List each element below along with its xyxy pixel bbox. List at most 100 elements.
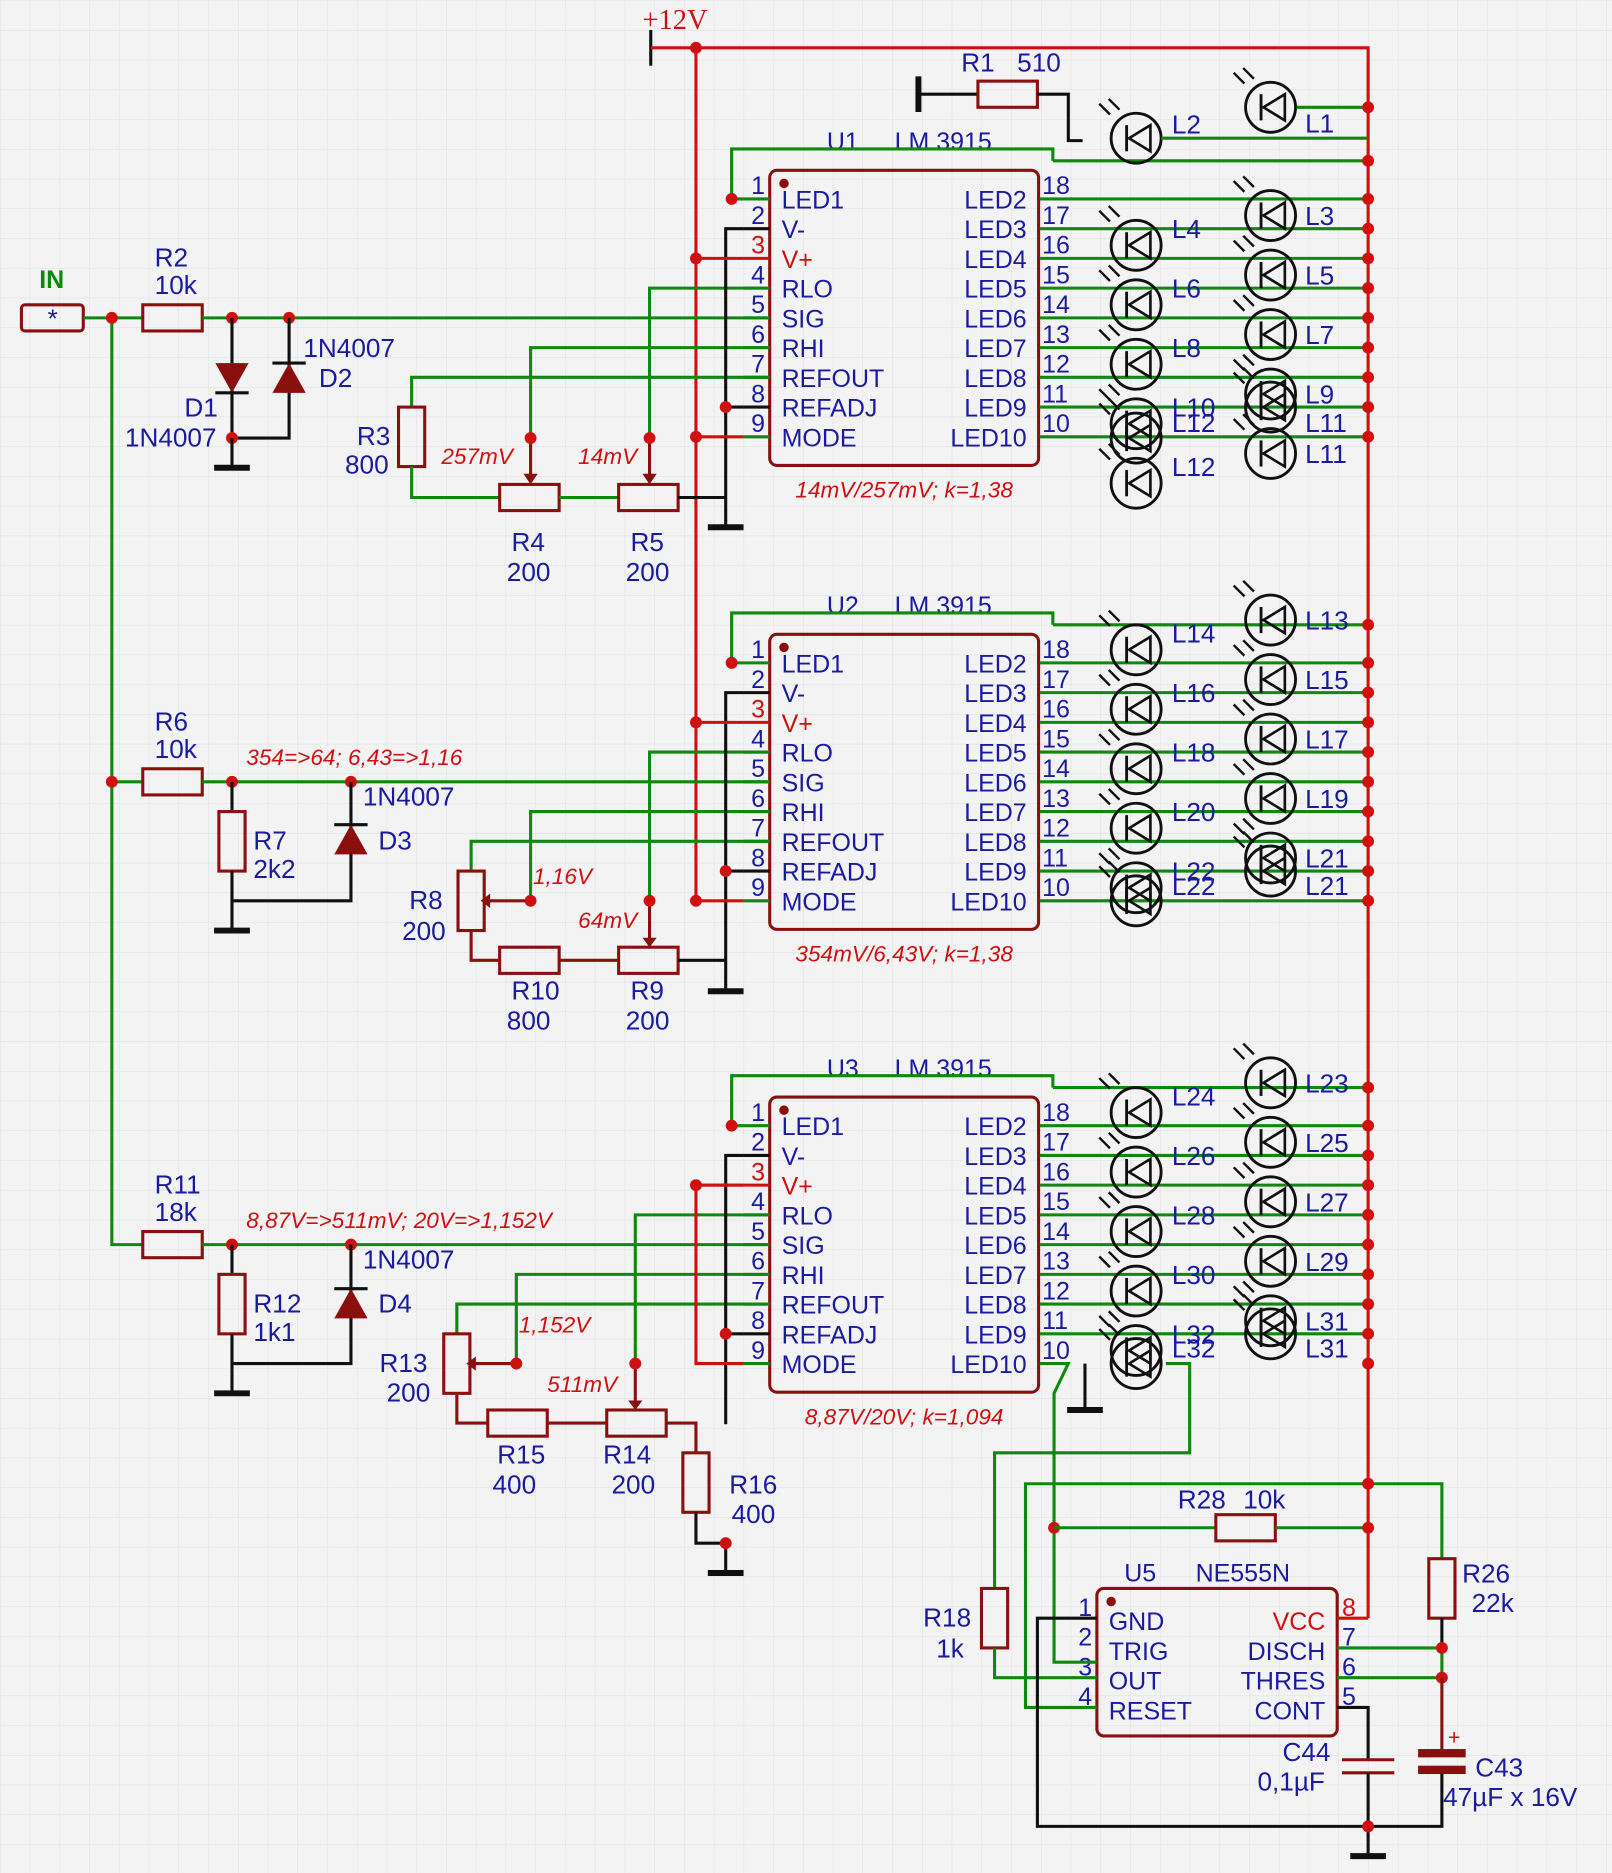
pin-name-left: LED1 (782, 186, 844, 214)
led-l11-label: L11 (1305, 439, 1347, 469)
led-l12-label: L12 (1172, 408, 1216, 438)
pin-number-right: 16 (1042, 1158, 1070, 1186)
r6-value: 10k (155, 734, 198, 764)
led-l8: L8 (1098, 324, 1201, 391)
led-l2: L2 (1098, 98, 1201, 165)
led-l26-label: L26 (1172, 1141, 1216, 1171)
pin-name-left: V+ (782, 710, 813, 738)
d3-ref: D3 (378, 826, 411, 856)
r2-value: 10k (155, 270, 198, 300)
pin-name-left: V- (782, 1143, 806, 1171)
pin-name-left: LED1 (782, 650, 844, 678)
pin-name-right: LED8 (964, 829, 1026, 857)
led-l11: L11 (1232, 413, 1347, 480)
supply-rails: +12V (642, 5, 1370, 1619)
d2-type: 1N4007 (303, 333, 395, 363)
r2-ref: R2 (155, 243, 188, 273)
led-l21: L21 (1232, 830, 1349, 901)
pin-name-left: LED1 (782, 1113, 844, 1141)
led-l18-label: L18 (1172, 738, 1216, 768)
d1-ref: D1 (184, 393, 217, 423)
r15-value: 400 (493, 1469, 537, 1499)
d2-ref: D2 (319, 363, 352, 393)
r7-value: 2k2 (253, 854, 295, 884)
pin-number-left: 4 (751, 725, 765, 753)
pin-number-left: 1 (751, 172, 765, 200)
pin-number-right: 16 (1042, 696, 1070, 724)
pin-number-right: 18 (1042, 172, 1070, 200)
r3-ref: R3 (357, 421, 390, 451)
r14-value: 200 (611, 1469, 655, 1499)
led-l8-label: L8 (1172, 333, 1201, 363)
r3-value: 800 (345, 450, 389, 480)
led-l15-label: L15 (1305, 665, 1349, 695)
led-l3: L3 (1232, 175, 1334, 242)
timer-pin-number: 4 (1078, 1683, 1092, 1711)
chip-type: LM 3915 (895, 128, 992, 156)
led-l22: L22 (1098, 860, 1215, 928)
r1-value: 510 (1017, 48, 1061, 78)
timer-pin-number: 3 (1078, 1653, 1092, 1681)
r16-ref: R16 (729, 1469, 777, 1499)
led-l11: L11 (1232, 366, 1347, 438)
led-l14: L14 (1098, 609, 1215, 677)
r12-value: 1k1 (253, 1317, 295, 1347)
u3-ref-hi: 1,152V (519, 1313, 593, 1338)
r7-ref: R7 (253, 826, 286, 856)
pin-number-left: 7 (751, 1277, 765, 1305)
r28-value: 10k (1243, 1485, 1286, 1515)
u2-ref-hi: 1,16V (533, 864, 594, 889)
d4-type: 1N4007 (363, 1244, 455, 1274)
led-l7-label: L7 (1305, 320, 1334, 350)
pin-number-left: 2 (751, 202, 765, 230)
input-stage: * IN (19, 266, 143, 1247)
led-l5: L5 (1232, 234, 1334, 302)
timer-pin-number: 6 (1342, 1653, 1356, 1681)
r12-ref: R12 (253, 1288, 301, 1318)
pin-number-left: 3 (751, 696, 765, 724)
led-l19-label: L19 (1305, 784, 1349, 814)
r9-value: 200 (626, 1005, 670, 1035)
timer-pin-number: 1 (1078, 1594, 1092, 1622)
c44-ref: C44 (1282, 1737, 1330, 1767)
pin-number-left: 9 (751, 874, 765, 902)
timer-pin-name: RESET (1109, 1697, 1192, 1725)
timer-pin-name: DISCH (1248, 1638, 1326, 1666)
pin-number-right: 12 (1042, 815, 1070, 843)
chip-type: LM 3915 (895, 1055, 992, 1083)
timer-pin-name: TRIG (1109, 1638, 1169, 1666)
r5-ref: R5 (631, 527, 664, 557)
r11-ref: R11 (155, 1169, 201, 1199)
pin-name-left: REFADJ (782, 859, 878, 887)
led-l23-label: L23 (1305, 1068, 1349, 1098)
led-l18: L18 (1098, 728, 1216, 796)
pin-name-left: REFOUT (782, 829, 885, 857)
chip-ref: U2 (827, 592, 859, 620)
timer-pin-name: CONT (1255, 1697, 1326, 1725)
led-l1: L1 (1232, 67, 1334, 138)
led-l31-label: L31 (1305, 1306, 1349, 1336)
led-l28-label: L28 (1172, 1200, 1216, 1230)
led-l21-label: L21 (1305, 871, 1349, 901)
led-l9-label: L9 (1305, 380, 1334, 410)
pin-number-right: 12 (1042, 1277, 1070, 1305)
pin-number-right: 14 (1042, 1218, 1070, 1246)
d4-ref: D4 (378, 1288, 411, 1318)
pin-name-right: LED5 (964, 276, 1026, 304)
d3-type: 1N4007 (363, 782, 455, 812)
pin-number-right: 11 (1042, 380, 1068, 408)
timer-pin-name: GND (1109, 1608, 1165, 1636)
pin-name-right: LED4 (964, 710, 1027, 738)
timer-pin-name: OUT (1109, 1668, 1162, 1696)
pin-number-right: 13 (1042, 785, 1070, 813)
pin-name-left: REFOUT (782, 365, 885, 393)
timer-type: NE555N (1196, 1559, 1290, 1587)
r13-ref: R13 (380, 1348, 428, 1378)
pin-number-right: 18 (1042, 636, 1070, 664)
pin-number-left: 2 (751, 666, 765, 694)
pin-name-right: LED4 (964, 246, 1027, 274)
pin-number-left: 8 (751, 380, 765, 408)
